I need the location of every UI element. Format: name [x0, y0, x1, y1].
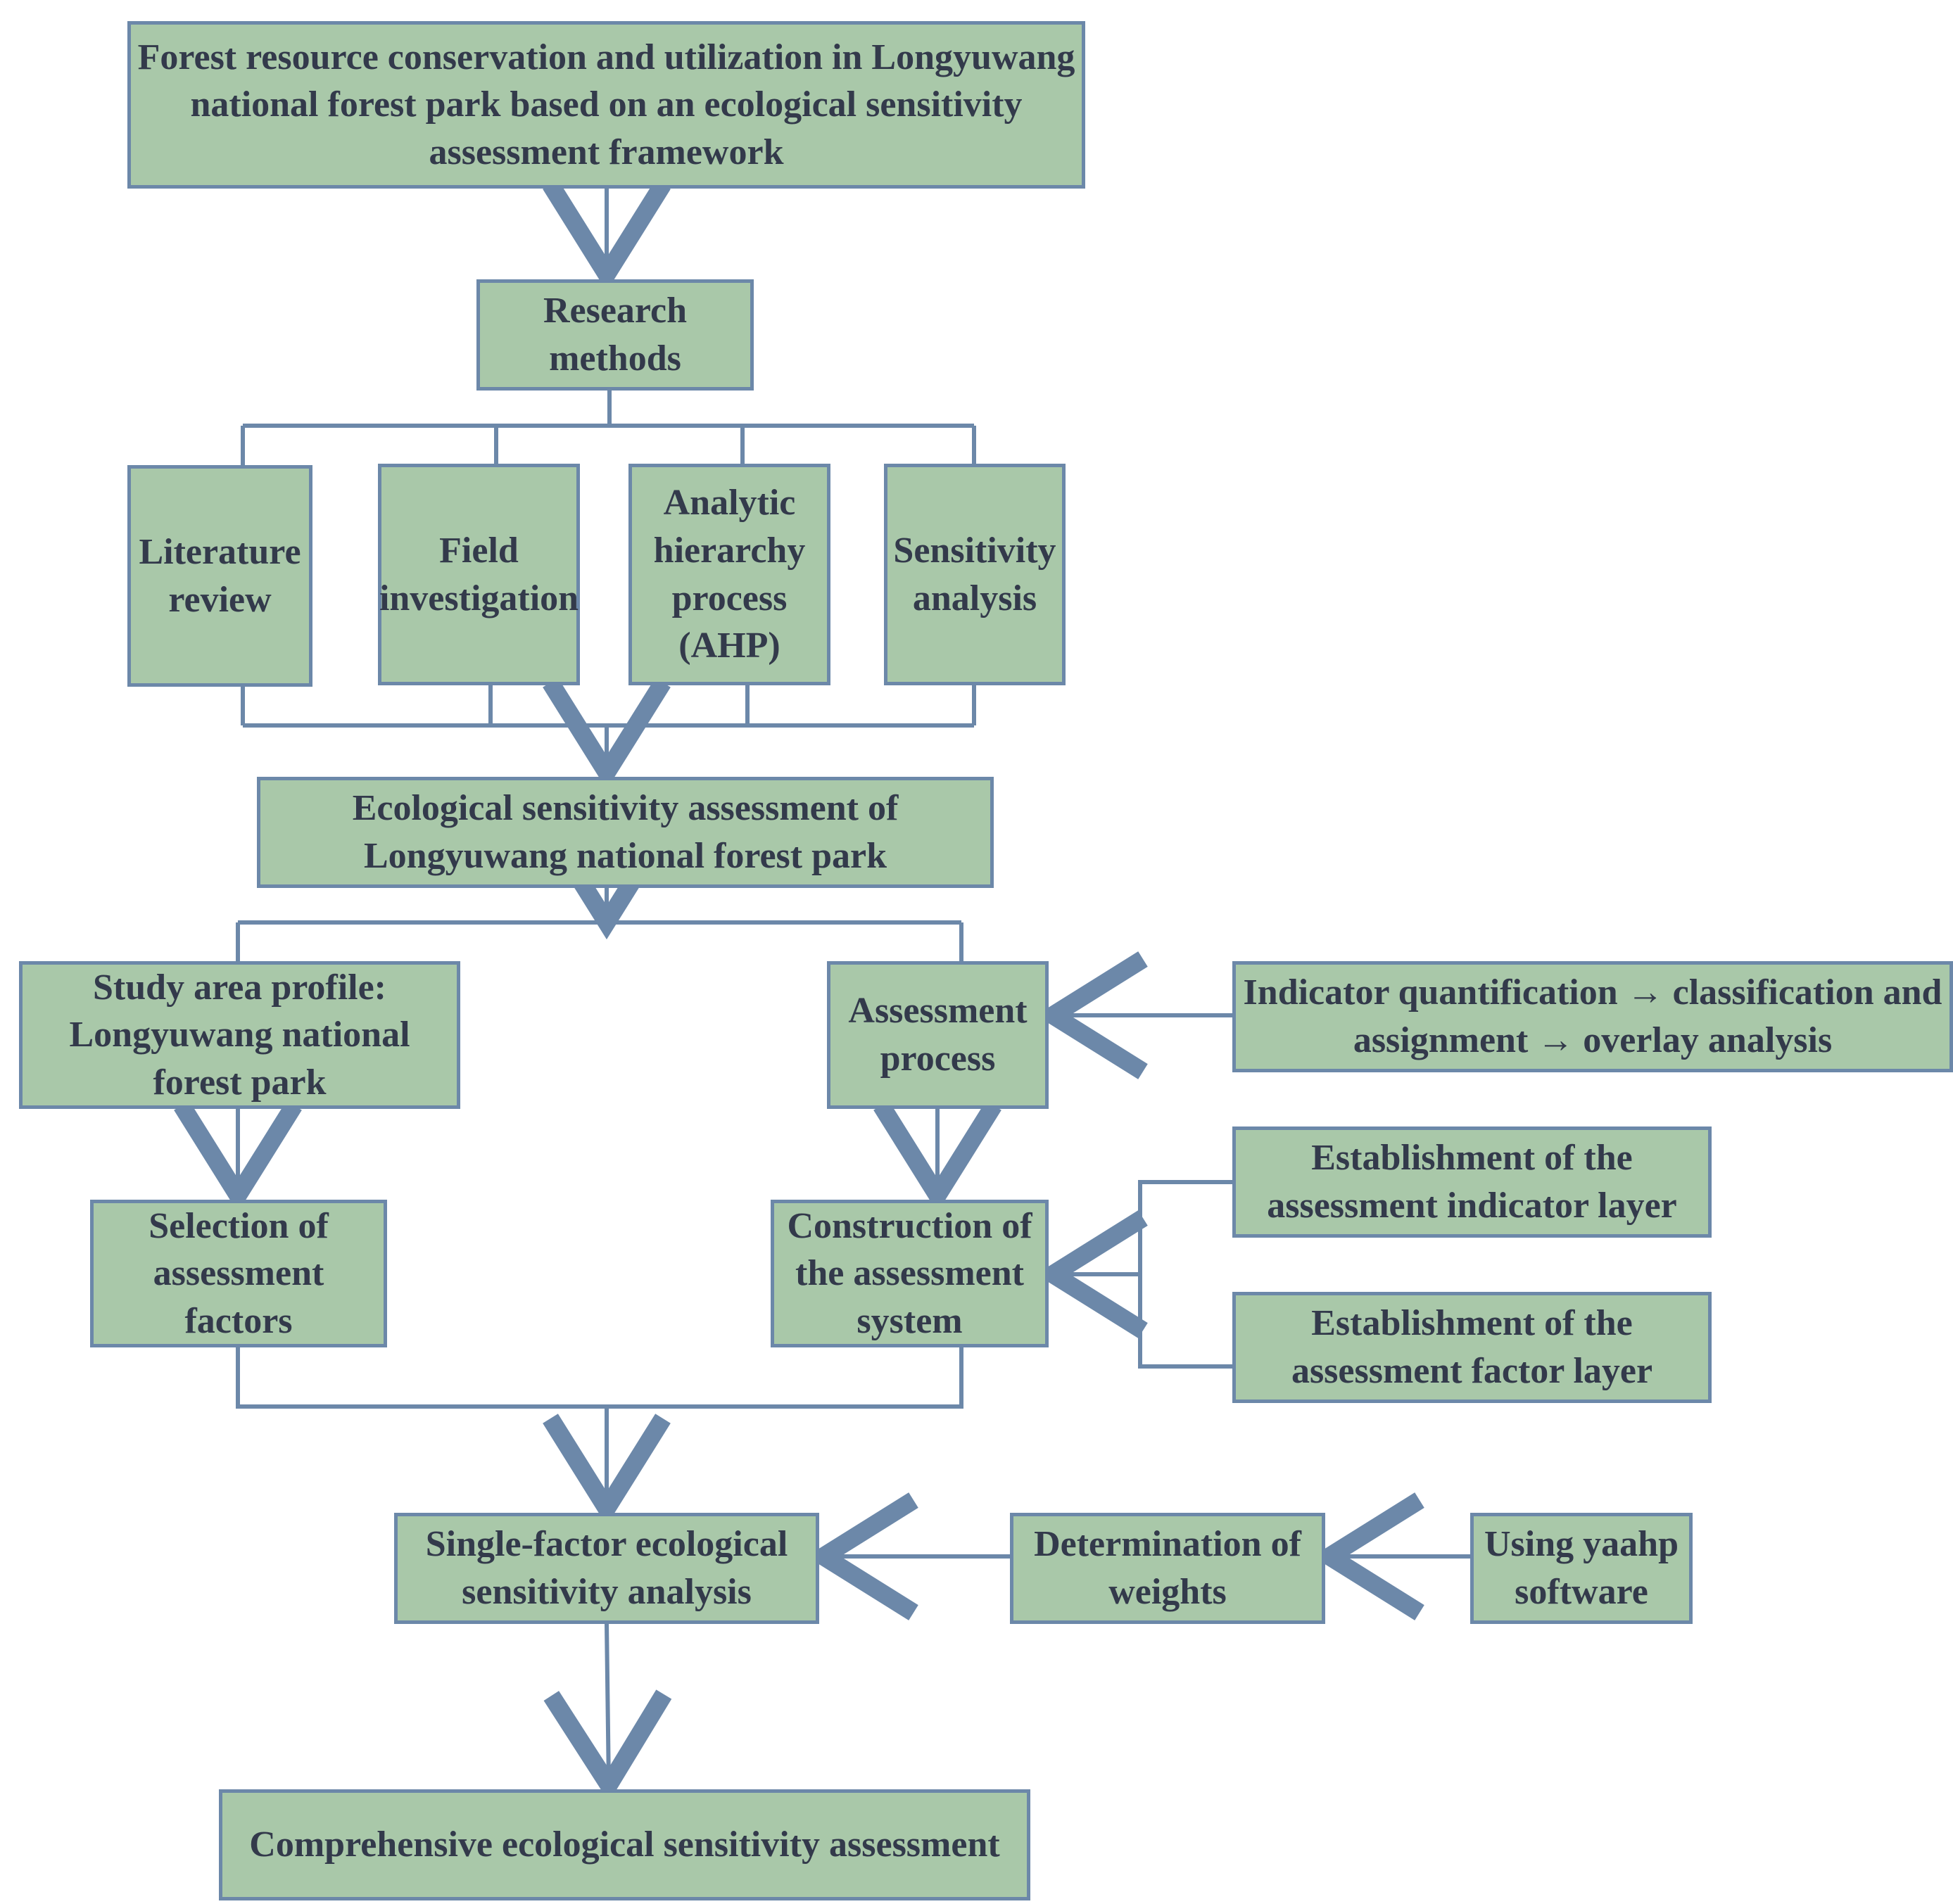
- indicator-quantification-box: Indicator quantification → classificatio…: [1232, 961, 1953, 1072]
- determination-weights-box: Determination of weights: [1010, 1513, 1325, 1624]
- ahp-box: Analytic hierarchy process (AHP): [628, 464, 830, 685]
- connector-merge-bar: [236, 1347, 963, 1409]
- arrow-to-comprehensive: [543, 1623, 672, 1803]
- comprehensive-box: Comprehensive ecological sensitivity ass…: [219, 1789, 1030, 1900]
- field-investigation-box: Field investigation: [378, 464, 580, 685]
- assessment-process-box: Assessment process: [827, 961, 1049, 1109]
- title-box: Forest resource conservation and utiliza…: [127, 21, 1085, 189]
- construction-system-box: Construction of the assessment system: [771, 1200, 1049, 1347]
- indicator-layer-box: Establishment of the assessment indicato…: [1232, 1126, 1712, 1238]
- selection-factors-box: Selection of assessment factors: [90, 1200, 387, 1347]
- literature-review-box: Literature review: [127, 465, 312, 687]
- research-methods-box: Research methods: [476, 279, 754, 391]
- study-area-box: Study area profile: Longyuwang national …: [19, 961, 460, 1109]
- connector-layers-bracket: [1138, 1180, 1232, 1369]
- single-factor-box: Single-factor ecological sensitivity ana…: [394, 1513, 819, 1624]
- sensitivity-analysis-box: Sensitivity analysis: [884, 464, 1066, 685]
- yaahp-box: Using yaahp software: [1470, 1513, 1693, 1624]
- factor-layer-box: Establishment of the assessment factor l…: [1232, 1292, 1712, 1403]
- esa-box: Ecological sensitivity assessment of Lon…: [257, 777, 994, 888]
